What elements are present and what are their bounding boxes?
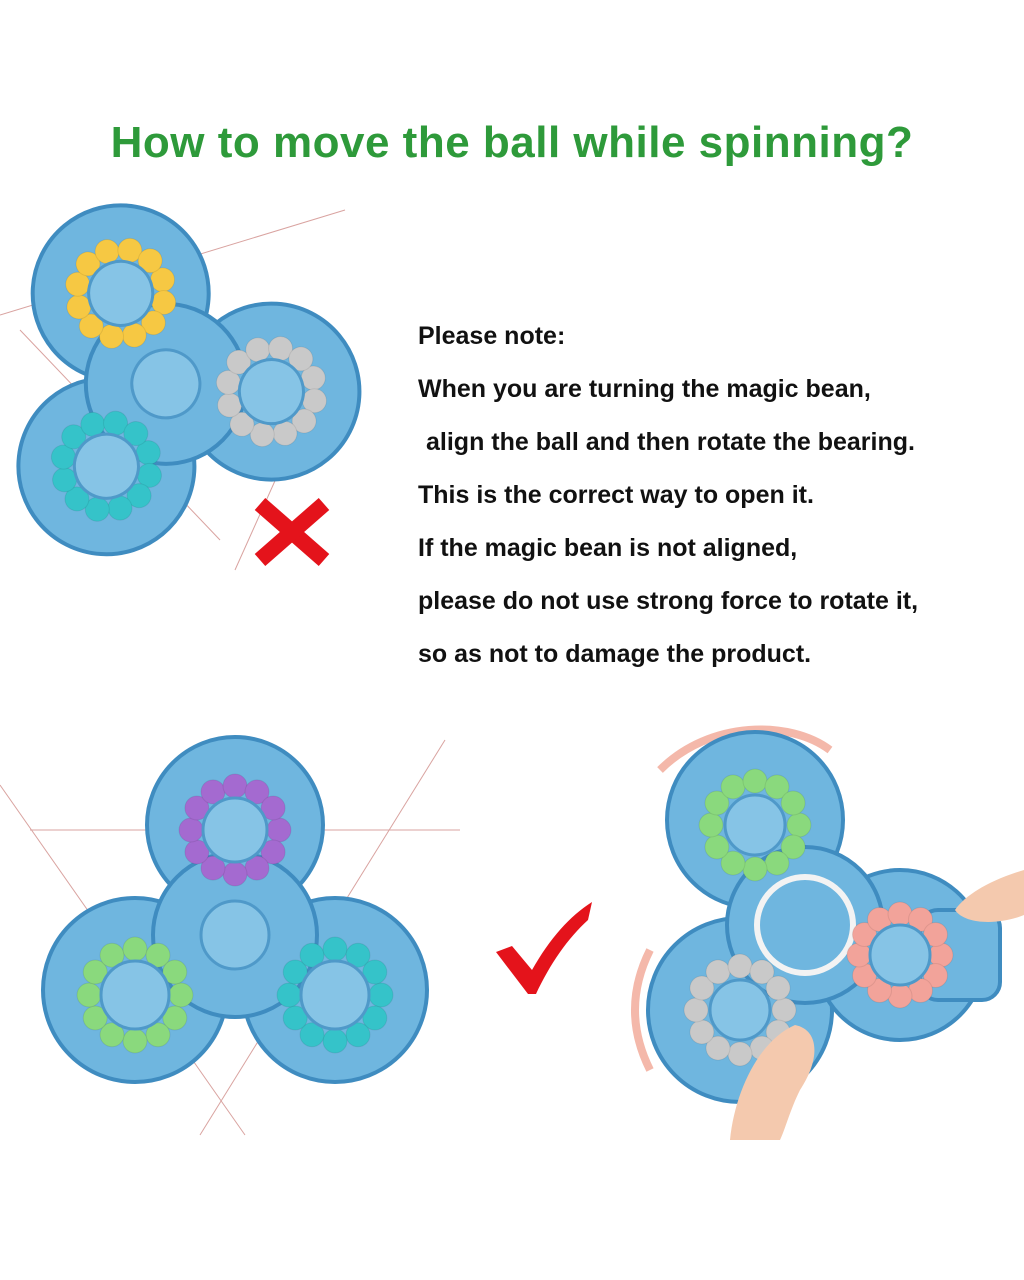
bead	[249, 422, 275, 448]
misaligned-toy-photo	[0, 203, 362, 571]
bead	[720, 850, 746, 876]
rotating-toy-photo	[631, 725, 1024, 1140]
bead	[322, 1028, 348, 1054]
bead	[299, 942, 325, 968]
bead	[260, 839, 286, 865]
bead	[184, 795, 210, 821]
bead	[260, 795, 286, 821]
bead	[50, 444, 76, 470]
bead	[117, 237, 143, 263]
bead	[168, 982, 194, 1008]
bead	[749, 959, 775, 985]
bead	[122, 1028, 148, 1054]
bead	[727, 1041, 753, 1067]
bead	[764, 850, 790, 876]
note-heading: Please note:	[418, 322, 566, 350]
bead	[368, 982, 394, 1008]
bead	[705, 959, 731, 985]
bead	[764, 774, 790, 800]
bead	[322, 936, 348, 962]
check-mark-icon	[496, 902, 592, 994]
note-line: If the magic bean is not aligned,	[418, 534, 798, 562]
bead	[780, 790, 806, 816]
bead	[151, 290, 177, 316]
note-block: Please note: When you are turning the ma…	[418, 318, 1024, 689]
cross-mark-icon	[254, 497, 330, 567]
note-line: so as not to damage the product.	[418, 640, 812, 668]
bead	[742, 768, 768, 794]
bead	[222, 861, 248, 887]
bead	[84, 496, 110, 522]
bead	[704, 790, 730, 816]
bead	[345, 1022, 371, 1048]
bead	[99, 323, 125, 349]
bead	[99, 942, 125, 968]
bead	[742, 856, 768, 882]
bead	[65, 271, 91, 297]
note-line: This is the correct way to open it.	[418, 481, 814, 509]
bead	[162, 1005, 188, 1031]
bead	[288, 346, 314, 372]
bead	[145, 1022, 171, 1048]
note-line: align the ball and then rotate the beari…	[426, 428, 915, 456]
bead	[301, 388, 327, 414]
bead	[136, 462, 162, 488]
bead	[683, 997, 709, 1023]
bead	[276, 982, 302, 1008]
bead	[145, 942, 171, 968]
bead	[362, 1005, 388, 1031]
bead	[200, 855, 226, 881]
bead	[222, 773, 248, 799]
bead	[76, 982, 102, 1008]
bead	[689, 1019, 715, 1045]
bead	[103, 410, 129, 436]
bead	[771, 997, 797, 1023]
note-line: please do not use strong force to rotate…	[418, 587, 919, 615]
bead	[705, 1035, 731, 1061]
bead	[345, 942, 371, 968]
bead	[765, 975, 791, 1001]
bead	[362, 959, 388, 985]
bead	[122, 936, 148, 962]
bead	[720, 774, 746, 800]
bead	[786, 812, 812, 838]
bead	[704, 834, 730, 860]
bead	[266, 817, 292, 843]
bead	[244, 779, 270, 805]
page-title: How to move the ball while spinning?	[110, 118, 914, 167]
bead	[215, 369, 241, 395]
bead	[137, 248, 163, 274]
bead	[299, 1022, 325, 1048]
bead	[82, 1005, 108, 1031]
bead	[99, 1022, 125, 1048]
bead	[282, 1005, 308, 1031]
aligned-toy-photo	[0, 735, 460, 1136]
bead	[123, 421, 149, 447]
bead	[780, 834, 806, 860]
bead	[162, 959, 188, 985]
bead	[178, 817, 204, 843]
bead	[282, 959, 308, 985]
bead	[727, 953, 753, 979]
bead	[268, 336, 294, 362]
bead	[689, 975, 715, 1001]
note-line: When you are turning the magic bean,	[418, 375, 871, 403]
bead	[82, 959, 108, 985]
bead	[698, 812, 724, 838]
